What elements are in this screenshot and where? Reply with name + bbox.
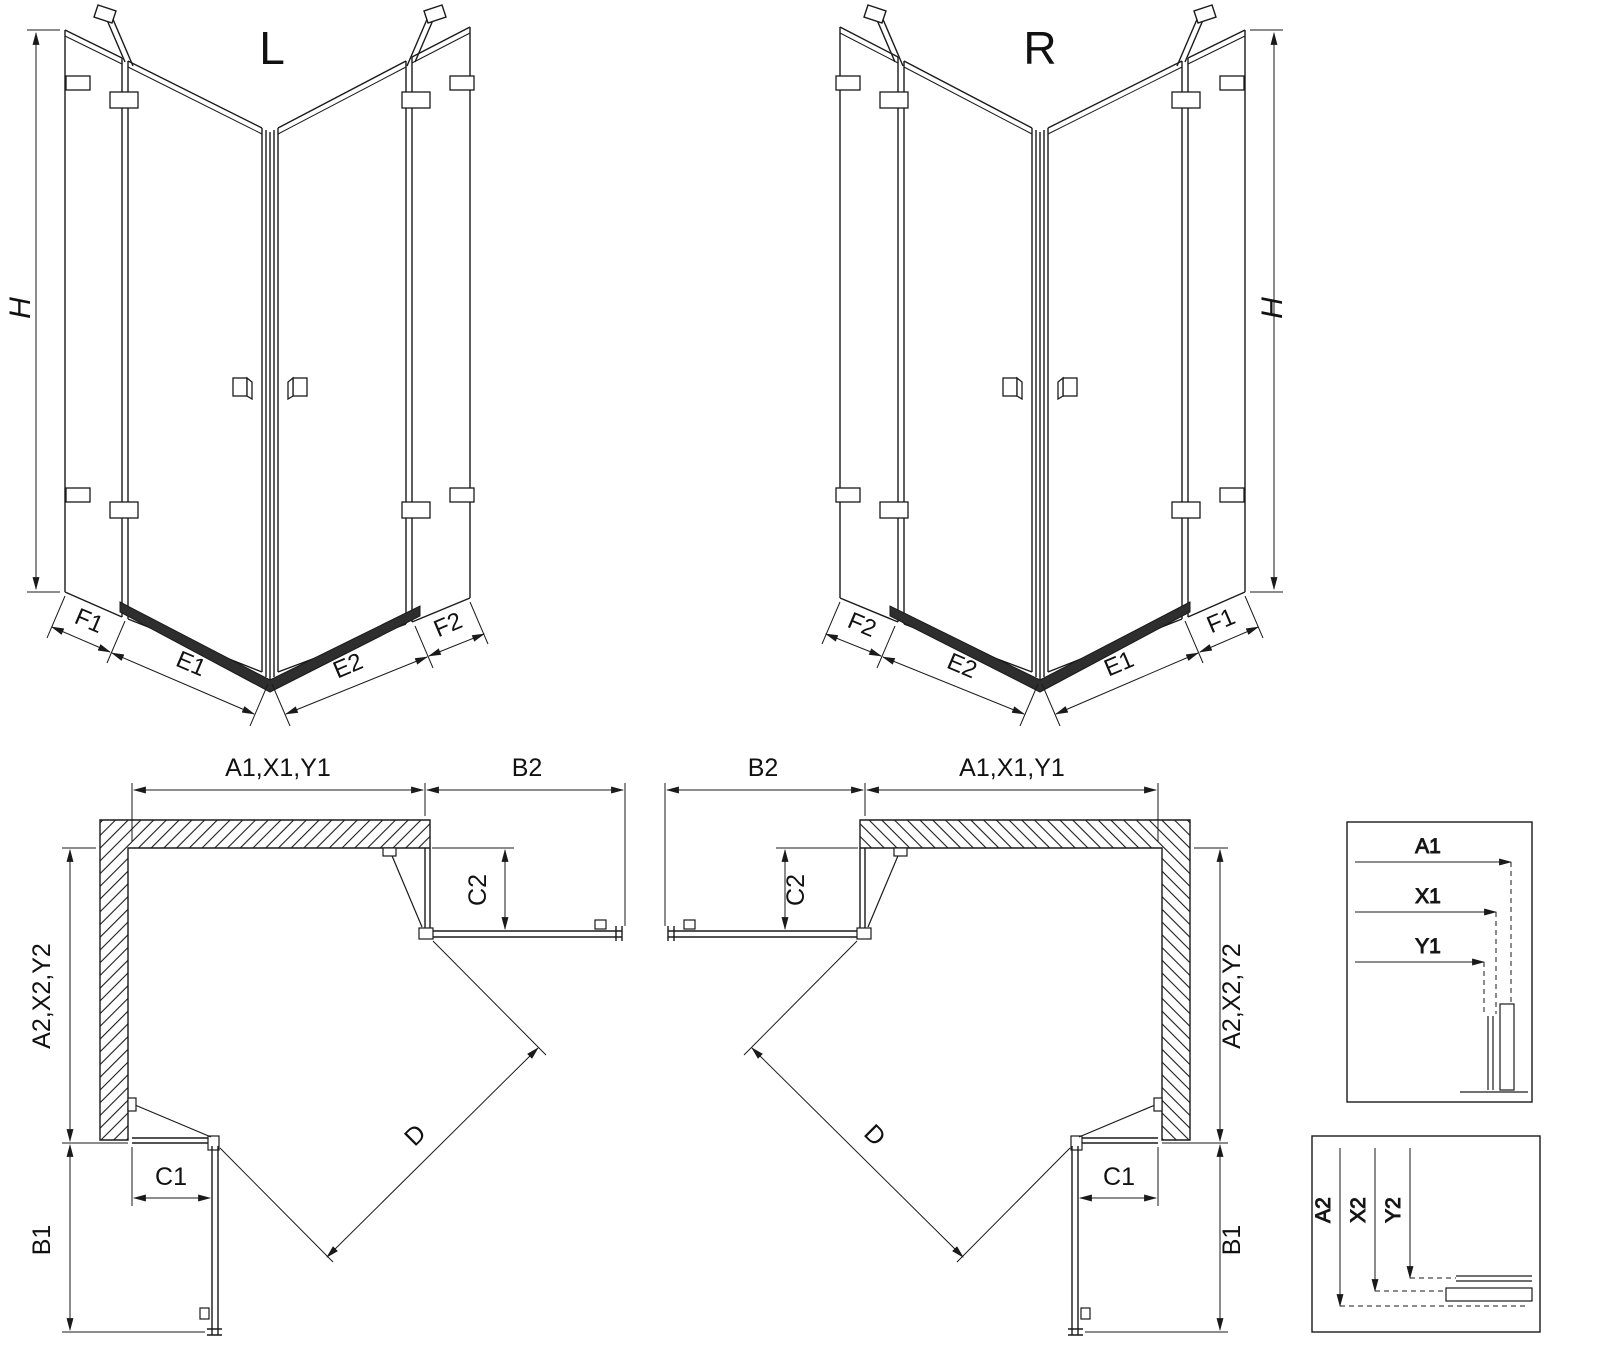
variant-label-left: L (259, 22, 285, 74)
detail-width-dimensions: A1 X1 Y1 (1346, 821, 1533, 1103)
detail-label-y2: Y2 (1382, 1197, 1405, 1223)
dim-label-h-left: H (4, 297, 37, 319)
detail-width-arrows (1355, 858, 1513, 1016)
detail-width-frame (1346, 821, 1533, 1103)
enclosure-plan-left (62, 783, 625, 1335)
dim-label-c1-right: C1 (1103, 1163, 1135, 1191)
dim-label-a1x1y1-left: A1,X1,Y1 (225, 754, 331, 782)
dim-label-h-right: H (1256, 297, 1289, 319)
dim-label-c1-left: C1 (155, 1163, 187, 1191)
dim-label-a2x2y2-right: A2,X2,Y2 (1218, 943, 1246, 1049)
detail-depth-frame (1311, 1135, 1541, 1333)
detail-depth-dimensions: A2 X2 Y2 (1311, 1135, 1541, 1333)
perspective-view-right: R H F2 E2 E1 F1 (822, 5, 1289, 726)
detail-label-a1: A1 (1415, 835, 1441, 858)
plan-view-right: A1,X1,Y1 B2 A2,X2,Y2 C2 C1 B1 D (665, 754, 1246, 1335)
dim-label-b2-left: B2 (512, 754, 543, 782)
dim-label-d-right: D (858, 1119, 891, 1152)
detail-depth-profile-section (1445, 1275, 1533, 1302)
dim-label-c2-left: C2 (464, 874, 492, 906)
dim-label-a2x2y2-left: A2,X2,Y2 (28, 943, 56, 1049)
detail-width-profile-section (1460, 1003, 1528, 1093)
variant-label-right: R (1023, 22, 1056, 74)
enclosure-plan-right (665, 783, 1228, 1335)
dim-label-b1-right: B1 (1218, 1225, 1246, 1256)
perspective-view-left: L H F1 E1 E2 F2 (4, 5, 488, 726)
detail-label-x2: X2 (1347, 1197, 1370, 1223)
plan-view-left: A1,X1,Y1 B2 A2,X2,Y2 C2 C1 B1 D (28, 754, 625, 1335)
detail-label-x1: X1 (1415, 885, 1441, 908)
detail-depth-arrows (1336, 1148, 1526, 1308)
detail-label-y1: Y1 (1415, 935, 1441, 958)
dim-label-b2-right: B2 (748, 754, 779, 782)
dim-label-a1x1y1-right: A1,X1,Y1 (959, 754, 1065, 782)
dim-label-d-left: D (399, 1119, 432, 1152)
dim-label-b1-left: B1 (28, 1225, 56, 1256)
dim-label-c2-right: C2 (782, 874, 810, 906)
detail-label-a2: A2 (1312, 1197, 1335, 1223)
